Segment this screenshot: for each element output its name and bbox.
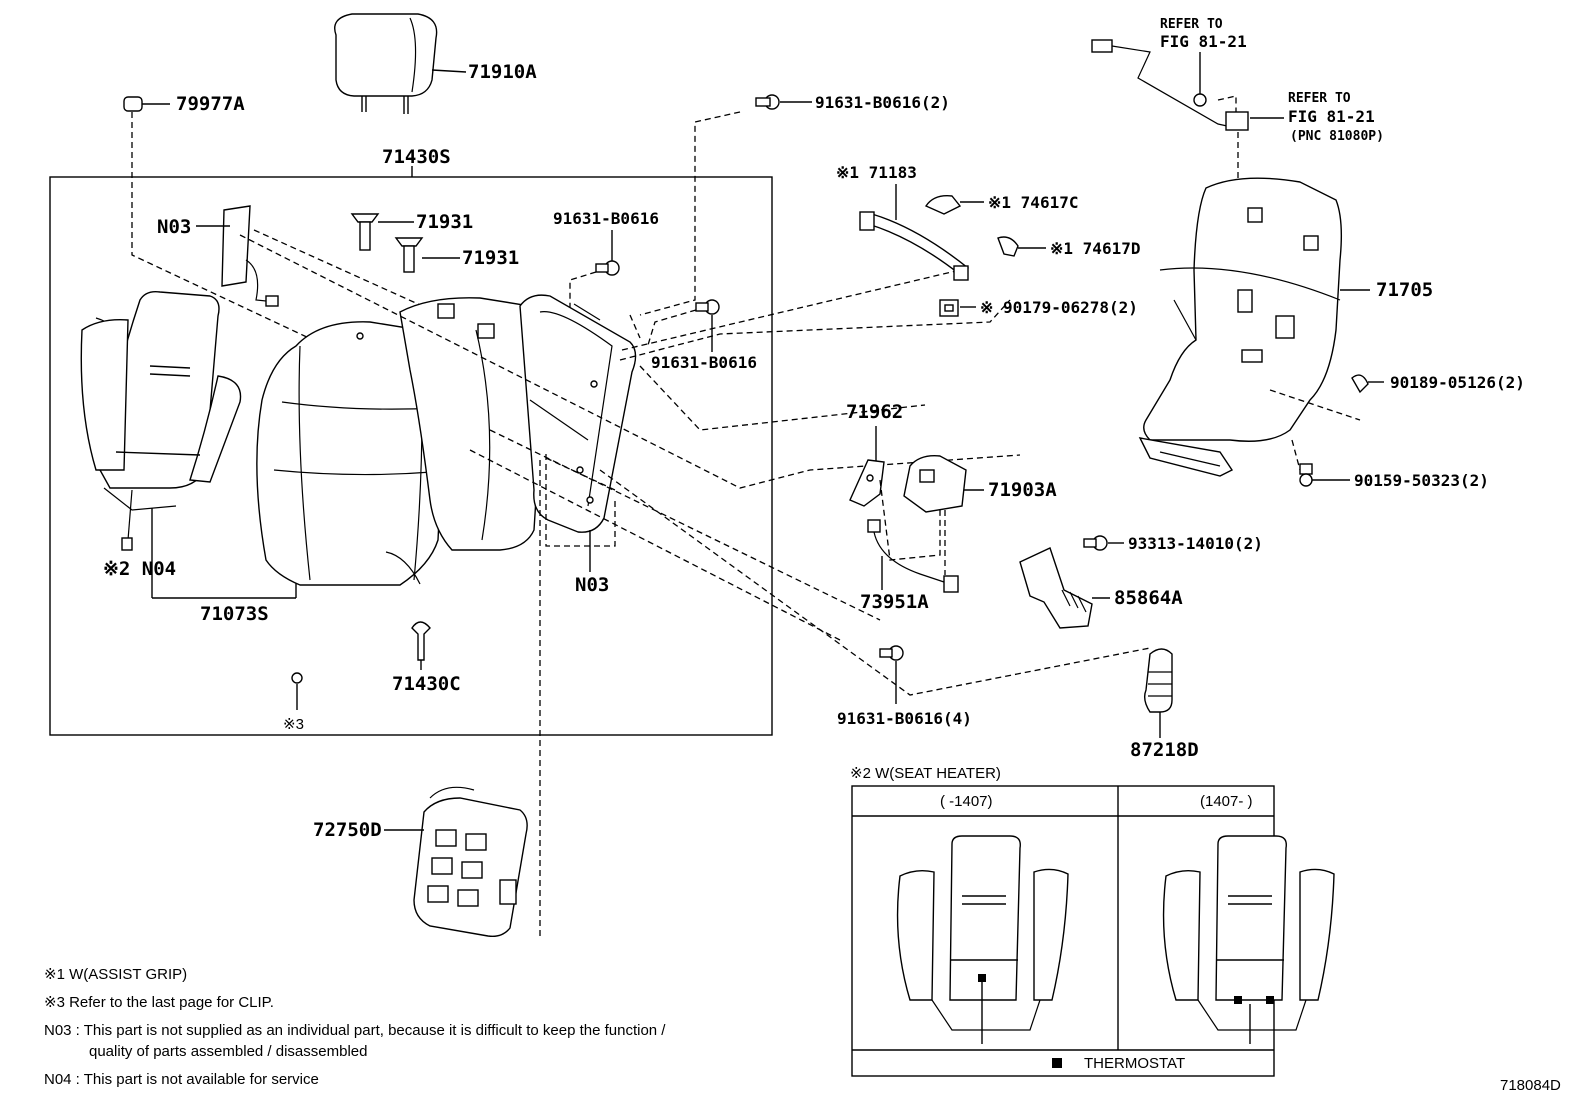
label-n03-frame: N03 [575,574,609,596]
thermostat-marker [978,974,986,982]
cable-73951A [867,519,959,593]
nut-90179 [939,299,976,317]
refer-top-line1: REFER TO [1160,17,1223,32]
note-n04: N04 : This part is not available for ser… [44,1071,319,1088]
bolt-91631-top [755,94,812,110]
label-90189: 90189-05126(2) [1390,373,1525,392]
label-ref3: ※3 [283,716,304,733]
refer-right-line1: REFER TO [1288,91,1351,106]
label-79977A: 79977A [176,93,245,115]
heater-col-right: (1407- ) [1200,793,1253,810]
label-71931-a: 71931 [416,211,473,233]
harness-bracket-n03 [196,205,279,307]
refer-top-line2: FIG 81-21 [1160,32,1247,51]
bolt-91631-right [695,299,720,352]
label-93313: 93313-14010(2) [1128,534,1263,553]
duct-87218D [1143,648,1173,738]
cap-74617D [997,236,1046,257]
label-87218D: 87218D [1130,739,1199,761]
heater-element-early [896,835,1069,1044]
duct-85864A [1019,547,1110,629]
bolt-91631-bottom [879,645,904,704]
label-73951A: 73951A [860,591,929,613]
heater-inset-title: ※2 W(SEAT HEATER) [850,765,1001,782]
note-assist-grip: ※1 W(ASSIST GRIP) [44,966,187,983]
clip-ref3 [291,672,303,710]
wire-harness-top [1091,39,1249,131]
seatback-pad [399,297,547,551]
assist-grip-71183 [859,184,969,281]
label-74617C: ※1 74617C [988,193,1078,212]
heater-element-late [1162,835,1335,1044]
seatback-cover [256,321,447,586]
cap-79977A [123,96,170,112]
lock-71903A [903,455,984,513]
seatback-frame-n03 [519,294,637,533]
label-71183: ※1 71183 [836,163,917,182]
thermostat-legend-label: THERMOSTAT [1084,1055,1185,1072]
label-71430C: 71430C [392,673,461,695]
note-n03-line2: quality of parts assembled / disassemble… [89,1043,367,1060]
label-71931-b: 71931 [462,247,519,269]
lumbar-support-72750D [384,786,528,938]
bracket-71962 [849,459,885,507]
bolt-91631-mid [595,230,620,276]
label-91631-top: 91631-B0616(2) [815,93,950,112]
screw-93313 [1083,535,1124,551]
label-71910A: 71910A [468,61,537,83]
figure-id: 718084D [1500,1077,1561,1094]
label-91631-mid: 91631-B0616 [553,209,659,228]
refer-right-line3: (PNC 81080P) [1290,129,1384,144]
label-n03-left: N03 [157,216,191,238]
heater-element-n04 [80,290,242,562]
assembly-frame-box [49,176,773,736]
refer-right-line2: FIG 81-21 [1288,107,1375,126]
note-n03-line1: N03 : This part is not supplied as an in… [44,1022,666,1039]
clip-90189 [1351,374,1384,394]
clip-71430C [411,621,431,670]
label-85864A: 85864A [1114,587,1183,609]
label-71903A: 71903A [988,479,1057,501]
pin-71931-a [350,213,414,251]
note-clip: ※3 Refer to the last page for CLIP. [44,994,274,1011]
label-71705: 71705 [1376,279,1433,301]
headrest-71910A [334,13,467,114]
label-71073S: 71073S [200,603,269,625]
thermostat-marker-right-a [1234,996,1242,1004]
pin-71931-b [394,237,460,273]
label-90159: 90159-50323(2) [1354,471,1489,490]
label-72750D: 72750D [313,819,382,841]
label-71962: 71962 [846,401,903,423]
label-90179: ※ 90179-06278(2) [980,298,1138,317]
label-71430S: 71430S [382,146,451,168]
thermostat-legend-swatch [1052,1058,1062,1068]
clip-90159 [1299,463,1350,487]
label-n04: ※2 N04 [103,558,176,580]
label-91631-bottom: 91631-B0616(4) [837,709,972,728]
thermostat-marker-right-b [1266,996,1274,1004]
heater-col-left: ( -1407) [940,793,993,810]
label-74617D: ※1 74617D [1050,239,1140,258]
cap-74617C [924,195,984,215]
label-91631-right: 91631-B0616 [651,353,757,372]
seatback-board-71705 [1138,177,1370,477]
